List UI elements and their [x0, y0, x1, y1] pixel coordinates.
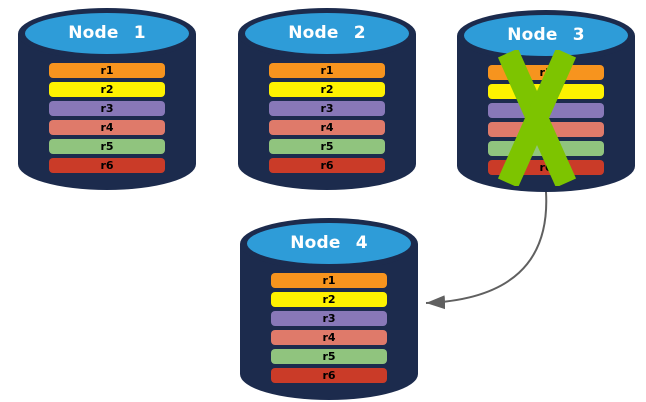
node-4-cylinder: Node 4 r1 r2 r3 r4 r5 r6 — [240, 218, 418, 400]
node-2-row-r6: r6 — [269, 158, 385, 173]
node-1-cylinder-top: Node 1 — [18, 8, 196, 60]
node-2-cylinder-top: Node 2 — [238, 8, 416, 60]
node-4-cylinder-top: Node 4 — [240, 218, 418, 270]
node-2-row-r1: r1 — [269, 63, 385, 78]
node-1-label: Node 1 — [68, 23, 146, 43]
node-4-row-r1: r1 — [271, 273, 387, 288]
node-2-cylinder-top-face — [245, 13, 409, 54]
node-1-row-r3: r3 — [49, 101, 165, 116]
node-1-cylinder: Node 1 r1 r2 r3 r4 r5 r6 — [18, 8, 196, 190]
node-4-row-r2: r2 — [271, 292, 387, 307]
node-2-row-r2: r2 — [269, 82, 385, 97]
node-4-rows: r1 r2 r3 r4 r5 r6 — [271, 273, 387, 387]
node-4-cylinder-top-face — [247, 223, 411, 264]
node-4-row-r5: r5 — [271, 349, 387, 364]
node-4-row-r4: r4 — [271, 330, 387, 345]
x-stroke-2 — [497, 50, 577, 186]
node-1-rows: r1 r2 r3 r4 r5 r6 — [49, 63, 165, 177]
node-3-label: Node 3 — [507, 25, 585, 45]
node-2-rows: r1 r2 r3 r4 r5 r6 — [269, 63, 385, 177]
arrow-path — [425, 191, 548, 310]
node-2-label: Node 2 — [288, 23, 366, 43]
node-3-cylinder-top: Node 3 — [457, 10, 635, 62]
node-4-row-r6: r6 — [271, 368, 387, 383]
node-1-row-r2: r2 — [49, 82, 165, 97]
node-2-row-r3: r3 — [269, 101, 385, 116]
node-2-row-r5: r5 — [269, 139, 385, 154]
node-4-label: Node 4 — [290, 233, 368, 253]
node-1-cylinder-top-face — [25, 13, 189, 54]
node-1-row-r5: r5 — [49, 139, 165, 154]
node-1-row-r6: r6 — [49, 158, 165, 173]
node-4-row-r3: r3 — [271, 311, 387, 326]
node-2-row-r4: r4 — [269, 120, 385, 135]
failure-x-icon — [497, 50, 577, 186]
node-3-cylinder: Node 3 r1 r2 r3 r4 r5 r6 — [457, 10, 635, 192]
node-2-cylinder: Node 2 r1 r2 r3 r4 r5 r6 — [238, 8, 416, 190]
node-3-cylinder-top-face — [464, 15, 628, 56]
node-1-row-r4: r4 — [49, 120, 165, 135]
node-1-row-r1: r1 — [49, 63, 165, 78]
